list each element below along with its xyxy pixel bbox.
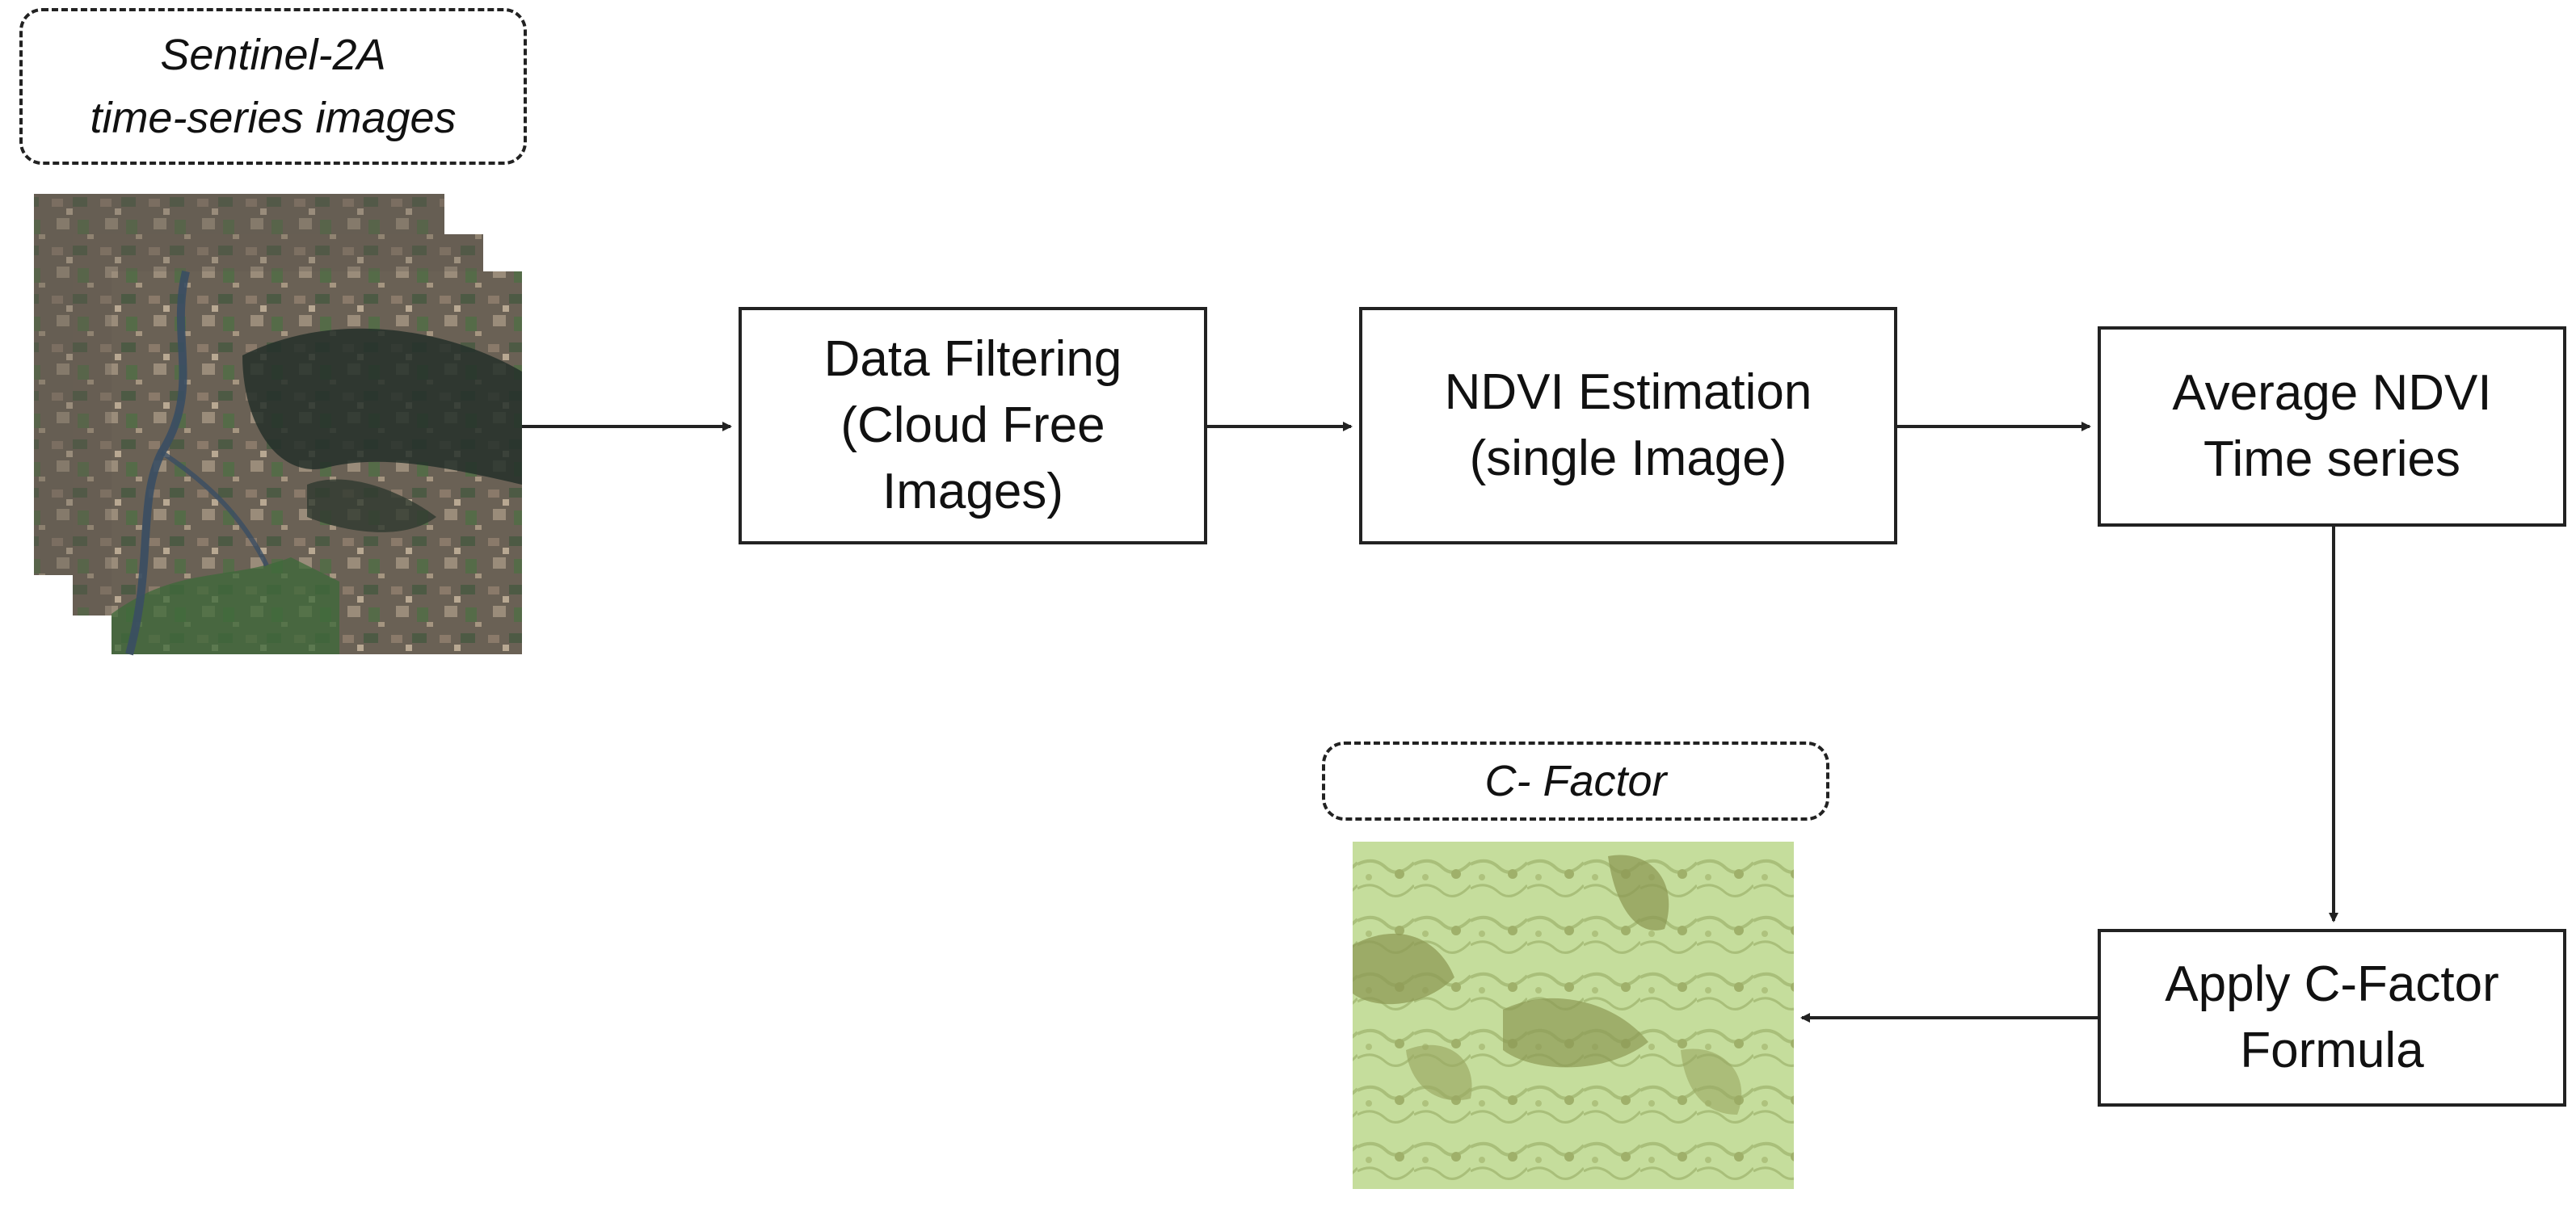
step-apply-cfactor: Apply C-Factor Formula bbox=[2098, 929, 2566, 1107]
step-ndvi-estimation: NDVI Estimation (single Image) bbox=[1359, 307, 1897, 544]
cfactor-map-image bbox=[1353, 842, 1794, 1189]
satellite-image-front bbox=[112, 270, 522, 656]
satellite-image-stack bbox=[34, 194, 522, 656]
step-data-filtering: Data Filtering (Cloud Free Images) bbox=[739, 307, 1207, 544]
sentinel-input-label: Sentinel-2A time-series images bbox=[19, 8, 527, 165]
cfactor-output-label: C- Factor bbox=[1322, 742, 1829, 821]
step-average-ndvi: Average NDVI Time series bbox=[2098, 326, 2566, 527]
